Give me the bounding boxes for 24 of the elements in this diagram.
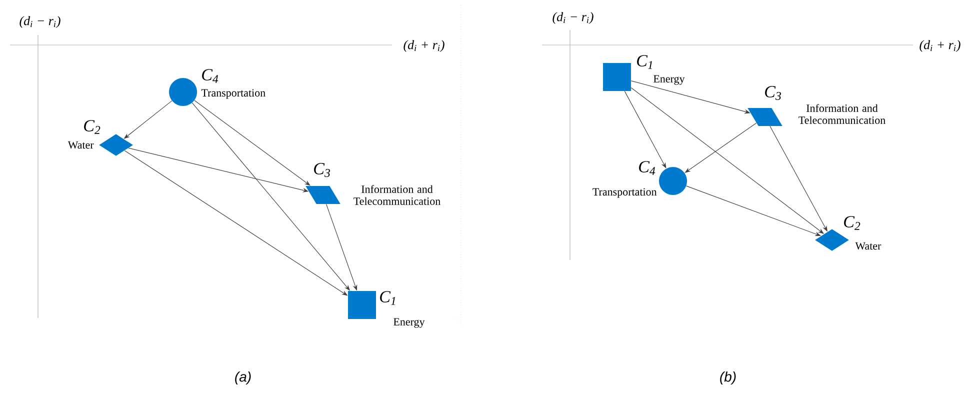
axis-label: (d$_{i}$ − r$_{i}$) bbox=[18, 15, 62, 29]
criterion-label: C$_{1}$ bbox=[637, 55, 652, 69]
criterion-label: C$_{4}$ bbox=[202, 69, 218, 83]
sector-label: Water bbox=[68, 141, 94, 149]
panel-caption: (b) bbox=[718, 370, 738, 386]
criterion-label: C$_{1}$ bbox=[380, 291, 396, 305]
criterion-label: C$_{2}$ bbox=[844, 216, 860, 230]
sector-label: Water bbox=[855, 242, 882, 250]
axis-label: (d$_{i}$ + r$_{i}$) bbox=[402, 39, 446, 53]
criterion-label: C$_{4}$ bbox=[639, 161, 656, 175]
panel-caption: (a) bbox=[233, 370, 253, 386]
criterion-label: C$_{2}$ bbox=[84, 120, 100, 134]
sector-label: Transportation bbox=[592, 188, 657, 198]
arrow bbox=[624, 90, 666, 168]
sector-label: Transportation bbox=[201, 89, 266, 99]
sector-label: Energy bbox=[394, 318, 425, 328]
sector-label: Information and Telecommunication bbox=[354, 185, 440, 205]
axis-label: (d$_{i}$ + r$_{i}$) bbox=[918, 39, 962, 53]
axis-label: (d$_{i}$ − r$_{i}$) bbox=[551, 11, 595, 25]
arrow bbox=[194, 100, 310, 186]
criterion-label: C$_{3}$ bbox=[314, 163, 330, 177]
criterion-label: C$_{3}$ bbox=[765, 86, 781, 100]
sector-label: Energy bbox=[654, 75, 685, 85]
sector-label: Information and Telecommunication bbox=[798, 104, 886, 124]
